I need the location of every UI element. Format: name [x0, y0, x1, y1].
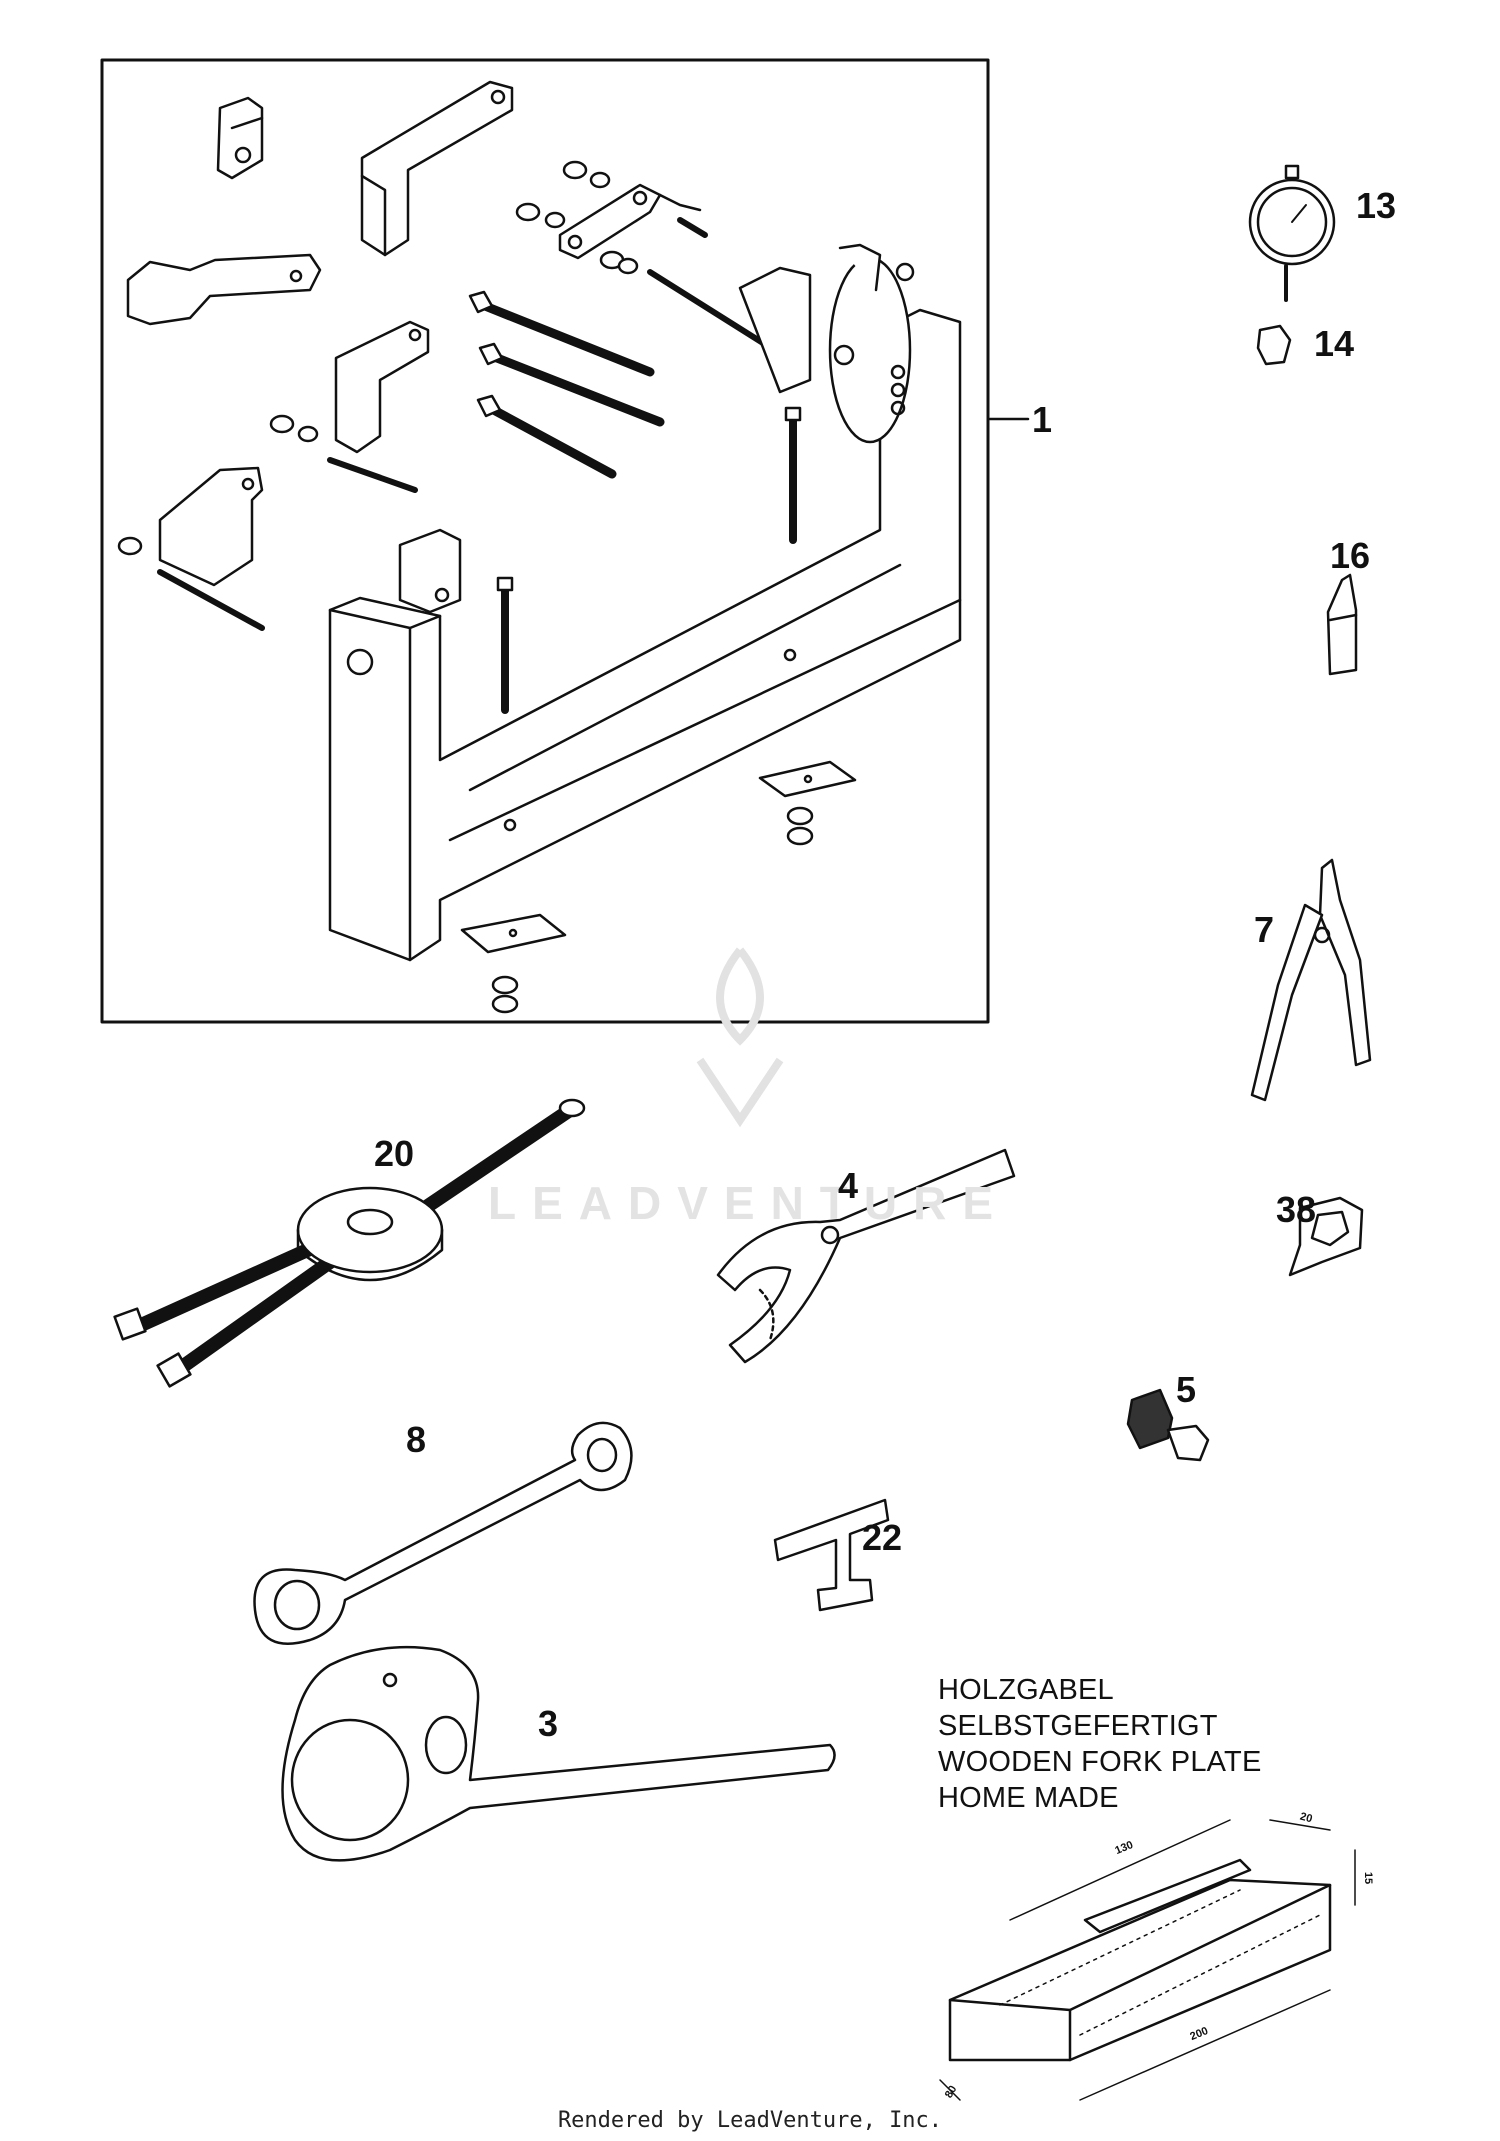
note-line-4: HOME MADE: [938, 1782, 1119, 1814]
nuts-washers: [117, 160, 639, 556]
puller-adapter: [1126, 1388, 1210, 1462]
threaded-studs: [468, 290, 665, 479]
callout-1: 1: [1032, 399, 1053, 440]
bracket-small: [216, 96, 264, 180]
wooden-fork-plate-note: HOLZGABEL SELBSTGEFERTIGT WOODEN FORK PL…: [938, 1672, 1262, 1816]
foot-plates: [460, 760, 857, 1014]
fork-spanner: [113, 1098, 586, 1388]
bolts: [157, 406, 802, 714]
callout-3: 3: [538, 1703, 559, 1744]
wooden-fork-plate: [939, 1819, 1356, 2101]
callout-4: 4: [838, 1165, 859, 1206]
link-plates: [558, 183, 708, 260]
gauge-adapter: [1256, 324, 1292, 366]
bracket-arm-lower: [158, 466, 264, 587]
engine-stand-frame: [328, 308, 962, 962]
note-line-2: SELBSTGEFERTIGT: [938, 1710, 1218, 1742]
sealant-bottle: [1326, 573, 1358, 676]
dimension-height: 15: [1362, 1871, 1375, 1885]
hook-wrench: [716, 1148, 1016, 1364]
watermark-text: LEADVENTURE: [488, 1177, 1010, 1229]
bracket-arm-left: [126, 253, 322, 326]
callout-38: 38: [1276, 1189, 1317, 1230]
render-credit: Rendered by LeadVenture, Inc.: [557, 2108, 943, 2133]
callout-8: 8: [406, 1419, 427, 1460]
note-line-3: WOODEN FORK PLATE: [938, 1746, 1262, 1778]
callout-14: 14: [1314, 323, 1355, 364]
lock-washer: [1288, 1196, 1364, 1277]
watermark-logo: [696, 947, 784, 1128]
callout-5: 5: [1176, 1369, 1197, 1410]
feeler-gauge-plate: [773, 1498, 890, 1612]
double-pin-wrench: [253, 1421, 633, 1645]
callout-16: 16: [1330, 535, 1371, 576]
callout-7: 7: [1254, 909, 1275, 950]
sprocket-holder: [281, 1645, 836, 1862]
circlip-pliers: [1250, 858, 1372, 1102]
note-line-1: HOLZGABEL: [938, 1674, 1114, 1706]
kit-frame-box: [100, 58, 990, 1024]
bracket-arm-upper: [360, 80, 514, 257]
callout-13: 13: [1356, 185, 1397, 226]
callout-20: 20: [374, 1133, 415, 1174]
mounting-plate: [738, 243, 915, 444]
dial-gauge: [1248, 164, 1336, 302]
callout-22: 22: [862, 1517, 903, 1558]
bracket-arm-middle: [334, 320, 430, 454]
